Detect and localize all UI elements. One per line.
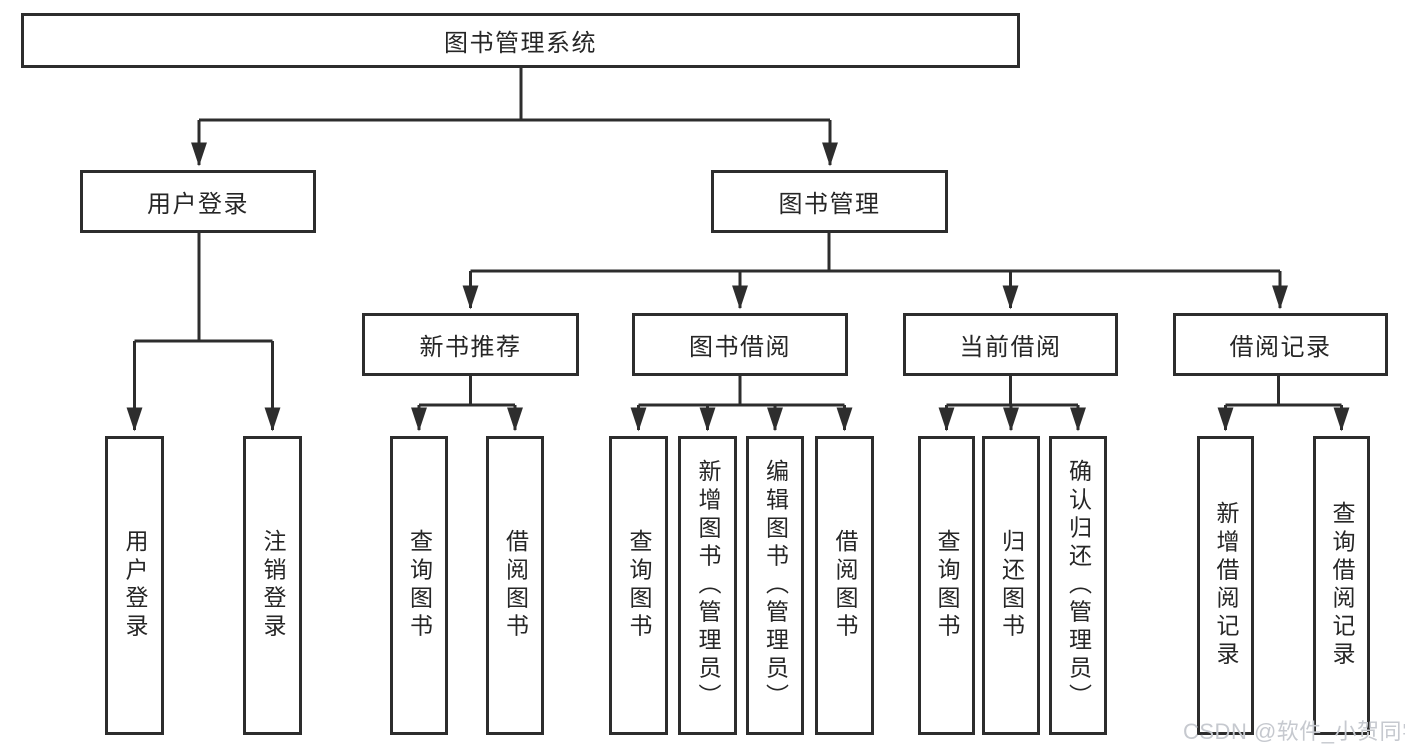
node-book-borrow: 图书借阅	[632, 313, 848, 376]
leaf-add-book-admin: 新增图书（管理员）	[678, 436, 737, 735]
leaf-borrow-book-recommend: 借阅图书	[486, 436, 544, 735]
leaf-borrow-book: 借阅图书	[815, 436, 874, 735]
node-book-management: 图书管理	[711, 170, 948, 233]
leaf-confirm-return-admin: 确认归还（管理员）	[1049, 436, 1107, 735]
leaf-add-borrow-record: 新增借阅记录	[1197, 436, 1254, 735]
leaf-return-book: 归还图书	[982, 436, 1040, 735]
leaf-query-book-current: 查询图书	[918, 436, 975, 735]
csdn-watermark: CSDN @软件_小贺同学	[1183, 719, 1405, 744]
node-new-book-recommend: 新书推荐	[362, 313, 579, 376]
node-current-borrow: 当前借阅	[903, 313, 1118, 376]
leaf-user-login: 用户登录	[105, 436, 164, 735]
leaf-logout: 注销登录	[243, 436, 302, 735]
leaf-query-book-borrow: 查询图书	[609, 436, 668, 735]
leaf-query-book-recommend: 查询图书	[390, 436, 448, 735]
node-library-management-system: 图书管理系统	[21, 13, 1020, 68]
leaf-edit-book-admin: 编辑图书（管理员）	[746, 436, 804, 735]
node-user-login: 用户登录	[80, 170, 316, 233]
leaf-query-borrow-record: 查询借阅记录	[1313, 436, 1370, 735]
connector-buses	[134, 68, 1342, 407]
connector-arrows	[126, 120, 1350, 432]
node-borrow-record: 借阅记录	[1173, 313, 1388, 376]
